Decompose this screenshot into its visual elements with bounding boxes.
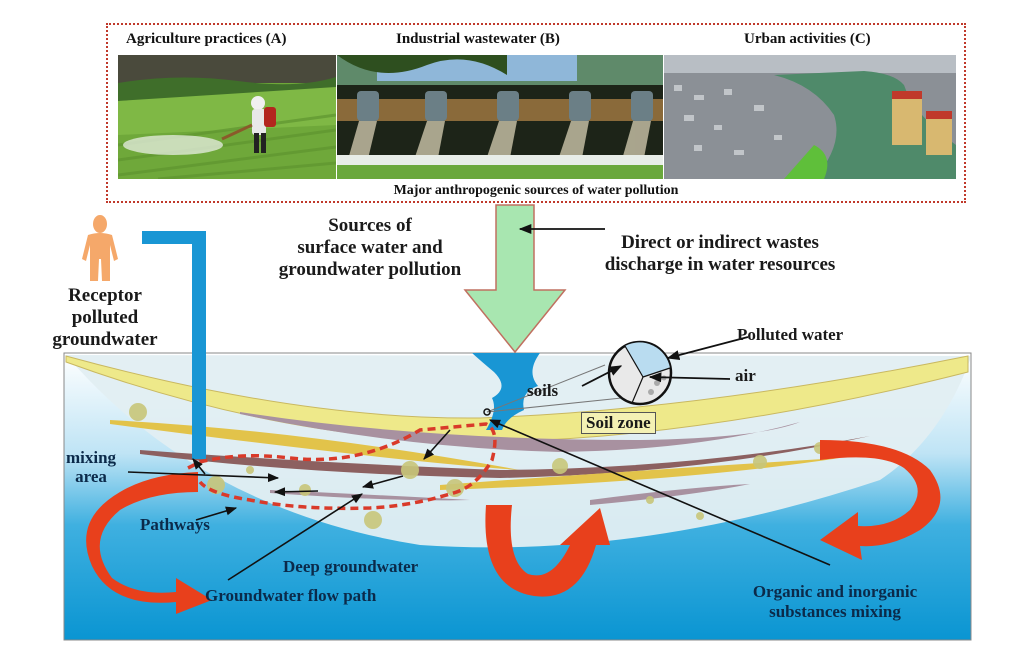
pathways-pointer xyxy=(195,506,238,521)
soils-pointer xyxy=(581,365,623,387)
internal-arrow-1 xyxy=(273,487,319,497)
mixing-pointer-2 xyxy=(192,458,206,475)
discharge-line-2: discharge in water resources xyxy=(604,254,836,275)
internal-arrow-2 xyxy=(361,475,404,489)
receptor-line-2: polluted xyxy=(71,307,139,328)
air-label: air xyxy=(735,366,756,385)
receptor-label: Receptor polluted groundwater xyxy=(40,285,170,351)
discharge-line-1: Direct or indirect wastes xyxy=(621,232,819,253)
mixing-substances-pointer xyxy=(488,419,831,566)
photo-urban xyxy=(664,55,956,179)
person-silhouette-icon xyxy=(72,215,128,286)
soils-label: soils xyxy=(527,381,559,400)
pathway-dashed xyxy=(187,422,497,511)
sand-band-2 xyxy=(440,458,840,490)
flow-path-pointer xyxy=(227,493,363,581)
polluted-water-label: Polluted water xyxy=(737,325,844,344)
internal-arrow-3 xyxy=(423,429,451,460)
sources-line-1: Sources of xyxy=(328,215,412,236)
mixing-pointer xyxy=(127,471,280,483)
pore-space-inset xyxy=(607,340,673,406)
well-pipe-icon xyxy=(142,231,206,459)
receptor-line-3: groundwater xyxy=(52,329,158,350)
green-down-arrow-icon xyxy=(463,204,567,354)
photo-agriculture xyxy=(118,55,336,179)
discharge-label: Direct or indirect wastes discharge in w… xyxy=(560,232,880,276)
sources-label: Sources of surface water and groundwater… xyxy=(250,215,490,281)
sources-caption: Major anthropogenic sources of water pol… xyxy=(393,183,679,198)
receptor-line-1: Receptor xyxy=(68,285,142,306)
mixing-line-2: area xyxy=(75,467,107,486)
soil-zone-label: Soil zone xyxy=(581,412,656,434)
air-pointer xyxy=(648,372,731,383)
photo-industrial xyxy=(337,55,663,179)
farmer-figure xyxy=(221,96,276,153)
pathways-label: Pathways xyxy=(140,515,210,534)
clay-lens-2 xyxy=(590,484,750,505)
sources-line-2: surface water and xyxy=(297,237,443,258)
sources-panel: Agriculture practices (A) Industrial was… xyxy=(106,23,966,203)
flow-arrow-left xyxy=(86,472,212,614)
flow-arrow-middle xyxy=(485,505,610,597)
sources-line-3: groundwater pollution xyxy=(278,259,462,280)
sand-band xyxy=(110,420,520,470)
photo-title-agriculture: Agriculture practices (A) xyxy=(126,31,287,47)
zoom-line-1 xyxy=(486,364,606,413)
deep-groundwater-label: Deep groundwater xyxy=(283,557,419,576)
clay-lens-1 xyxy=(270,490,470,501)
polluted-water-pointer xyxy=(666,336,749,360)
surface-stream xyxy=(472,353,540,430)
flow-arrow-right xyxy=(820,440,941,560)
photo-title-industrial: Industrial wastewater (B) xyxy=(396,31,560,47)
organic-mixing-label: Organic and inorganic substances mixing xyxy=(720,582,950,622)
clay-band-1 xyxy=(240,412,800,452)
organic-line-1: Organic and inorganic xyxy=(752,582,918,601)
groundwater-flow-path-label: Groundwater flow path xyxy=(205,586,377,605)
organic-line-2: substances mixing xyxy=(769,602,901,621)
sample-point xyxy=(483,408,491,416)
mixing-area-label: mixing area xyxy=(66,448,116,486)
clay-band-2 xyxy=(140,436,870,478)
mixing-line-1: mixing xyxy=(66,448,117,467)
photo-title-urban: Urban activities (C) xyxy=(744,31,871,47)
